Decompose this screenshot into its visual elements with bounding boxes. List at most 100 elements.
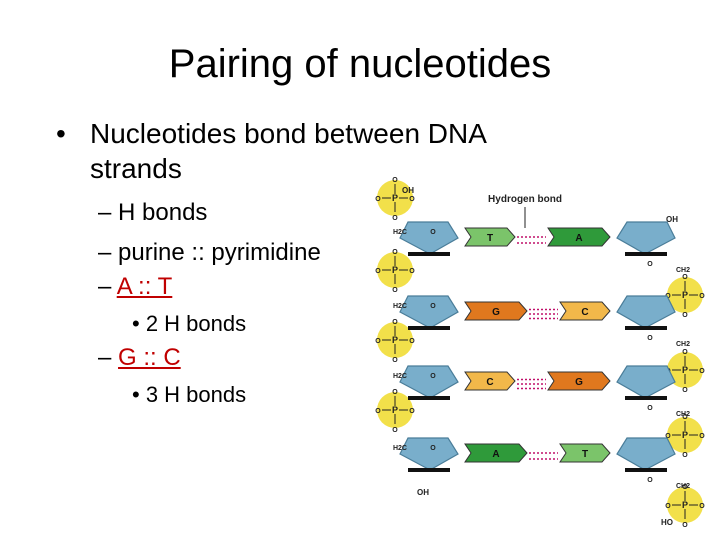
oxygen-label: O [409, 338, 415, 345]
oxygen-label: O [375, 268, 381, 275]
base-right-c [559, 301, 611, 321]
right-sugar-3 [616, 437, 676, 471]
base-letter-c: C [581, 307, 588, 318]
subsub-text: 2 H bonds [145, 311, 247, 336]
oxygen-label: O [392, 215, 398, 222]
slide-title: Pairing of nucleotides [168, 42, 552, 86]
subsub-bullet-3-h-bonds: • 3 H bonds [132, 382, 246, 408]
oxygen-label: O [682, 452, 688, 459]
right-sugar-2 [616, 365, 676, 399]
base-left-a [464, 443, 528, 463]
base-letter-g: G [575, 377, 583, 388]
base-left-g [464, 301, 528, 321]
phosphate-glow [667, 277, 703, 313]
oxygen-label: O [392, 357, 398, 364]
oxygen-label: O [375, 196, 381, 203]
phosphate-label: P [682, 500, 688, 510]
base-letter-a: A [492, 449, 499, 460]
oxygen-label: O [665, 433, 671, 440]
left-sugar-oxygen: O [430, 373, 436, 380]
left-bottom-oh-label: OH [417, 488, 429, 497]
base-right-g [547, 371, 611, 391]
left-phosphate-3: P O O O O [375, 389, 415, 434]
subsub-marker: • [132, 311, 140, 336]
right-sugar-1 [616, 295, 676, 329]
oxygen-label: O [409, 268, 415, 275]
oxygen-label: O [699, 433, 705, 440]
oxygen-label: O [682, 274, 688, 281]
bullet-marker: • [56, 118, 66, 149]
right-top-oh-label: OH [666, 215, 678, 224]
sub-text: H bonds [118, 199, 208, 226]
right-ch2-label: CH2 [676, 411, 690, 418]
oxygen-label: O [375, 408, 381, 415]
oxygen-label: O [409, 196, 415, 203]
left-sugar-3 [399, 437, 459, 471]
subsub-bullet-2-h-bonds: • 2 H bonds [132, 311, 246, 337]
phosphate-glow [667, 417, 703, 453]
sub-dash: – [98, 239, 112, 266]
phosphate-label: P [682, 290, 688, 300]
left-h2c-label: H2C [393, 303, 407, 310]
phosphate-label: P [392, 265, 398, 275]
left-h2c-label: H2C [393, 229, 407, 236]
phosphate-label: P [392, 405, 398, 415]
oxygen-label: O [699, 503, 705, 510]
oxygen-label: O [699, 293, 705, 300]
oxygen-label: O [682, 414, 688, 421]
subsub-text: 3 H bonds [145, 382, 247, 407]
main-bullet-text: Nucleotides bond between DNA strands [90, 118, 486, 184]
phosphate-glow [667, 487, 703, 523]
phosphate-label: P [392, 335, 398, 345]
sub-text-a-t: A :: T [116, 273, 173, 300]
oxygen-label: O [392, 319, 398, 326]
left-sugar-0 [399, 221, 459, 255]
base-letter-c: C [486, 377, 493, 388]
phosphate-label: P [392, 193, 398, 203]
right-sugar-oxygen: O [647, 405, 653, 412]
left-top-oh-label: OH [402, 186, 414, 195]
sub-bullet-h-bonds: – H bonds [98, 199, 207, 227]
left-h2c-label: H2C [393, 373, 407, 380]
base-letter-a: A [575, 233, 582, 244]
oxygen-label: O [392, 389, 398, 396]
oxygen-label: O [682, 387, 688, 394]
oxygen-label: O [392, 177, 398, 184]
left-phosphate-1: P O O O O [375, 249, 415, 294]
sub-bullet-a-t: – A :: T [98, 273, 172, 301]
right-bottom-ho-label: HO [661, 518, 673, 527]
phosphate-glow [667, 352, 703, 388]
oxygen-label: O [392, 249, 398, 256]
phosphate-glow [377, 252, 413, 288]
right-sugar-oxygen: O [647, 261, 653, 268]
left-sugar-oxygen: O [430, 445, 436, 452]
oxygen-label: O [682, 522, 688, 529]
sub-text-g-c: G :: C [118, 344, 181, 371]
right-ch2-label: CH2 [676, 267, 690, 274]
right-sugar-oxygen: O [647, 335, 653, 342]
oxygen-label: O [665, 293, 671, 300]
sub-dash: – [98, 199, 112, 226]
phosphate-glow [377, 322, 413, 358]
right-sugar-0 [616, 221, 676, 255]
sub-text: purine :: pyrimidine [118, 239, 321, 266]
sub-bullet-g-c: – G :: C [98, 344, 181, 372]
base-right-a [547, 227, 611, 247]
oxygen-label: O [699, 368, 705, 375]
right-ch2-label: CH2 [676, 483, 690, 490]
oxygen-label: O [392, 287, 398, 294]
right-ch2-label: CH2 [676, 341, 690, 348]
base-letter-t: T [487, 233, 493, 244]
phosphate-label: P [682, 365, 688, 375]
left-sugar-1 [399, 295, 459, 329]
sub-bullet-purine-pyrimidine: – purine :: pyrimidine [98, 239, 321, 267]
oxygen-label: O [409, 408, 415, 415]
oxygen-label: O [682, 484, 688, 491]
oxygen-label: O [392, 427, 398, 434]
